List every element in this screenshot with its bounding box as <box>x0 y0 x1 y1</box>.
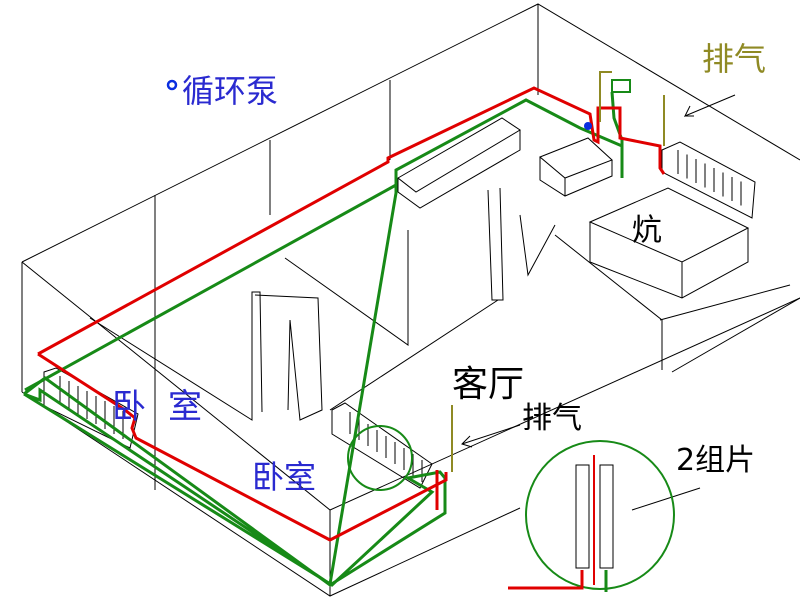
kang-front <box>589 222 749 299</box>
stove-front <box>539 157 613 197</box>
partition-living-mid <box>487 187 504 301</box>
label-bedroom-1: 卧室 <box>112 387 224 427</box>
cabinet-front <box>397 130 521 209</box>
exhaust-valves <box>451 71 665 472</box>
floor-right-edge <box>671 297 800 373</box>
supply-pipe-lower <box>37 352 448 542</box>
partition-hall <box>284 230 409 346</box>
arrow-exhaust-mid <box>461 424 521 448</box>
highlight-circle-radiator <box>347 425 413 491</box>
return-pipe-branch <box>24 183 397 392</box>
kang-top <box>588 187 750 263</box>
legend-pump-icon <box>166 79 178 91</box>
label-bedroom-2: 卧室 <box>252 458 316 496</box>
label-exhaust-mid: 排气 <box>522 401 582 436</box>
return-pipe <box>23 91 624 587</box>
label-pump: 循环泵 <box>182 72 278 110</box>
partition-divider <box>329 299 499 411</box>
pump-marker-icon <box>584 122 592 130</box>
partition-living-left <box>254 294 323 421</box>
fin-detail-left <box>575 464 590 569</box>
radiator-frame <box>661 141 756 219</box>
expansion-tank <box>611 79 631 93</box>
label-living-room: 客厅 <box>452 364 524 405</box>
label-two-fins: 2组片 <box>676 443 755 478</box>
annotation-arrows <box>461 94 736 511</box>
radiator-fins <box>349 412 423 482</box>
partition-bedrooms <box>89 291 263 421</box>
partition-right-wall <box>554 234 663 370</box>
house-outline <box>21 3 800 597</box>
right-wall-bottom <box>659 284 791 321</box>
radiator-kitchen <box>661 141 756 219</box>
arrow-exhaust-top <box>683 94 736 117</box>
label-kang: 炕 <box>632 213 662 248</box>
detail-circle-fins <box>525 440 675 590</box>
fin-detail-supply <box>508 570 584 590</box>
supply-pipe <box>37 86 666 356</box>
exhaust-valve-top <box>599 71 612 122</box>
radiator-fins <box>677 150 742 206</box>
floor-front-edge <box>21 391 521 597</box>
label-exhaust-top: 排气 <box>702 40 766 78</box>
arrow-two-fins <box>631 487 701 511</box>
stove-top <box>539 137 613 179</box>
fin-detail-right <box>599 464 614 569</box>
cabinet-top <box>397 117 521 193</box>
roof-back-edge <box>21 3 800 263</box>
partition-living-right <box>519 214 556 277</box>
